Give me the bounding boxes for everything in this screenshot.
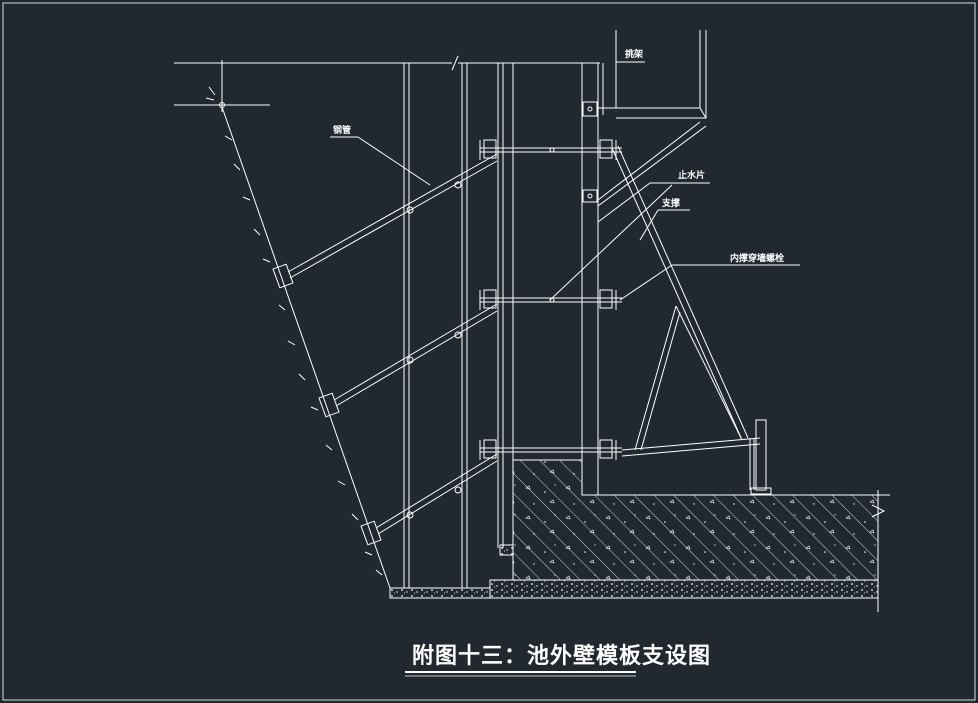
tie-bolt-row-3 bbox=[479, 439, 622, 460]
tie-bolt-row-2 bbox=[479, 289, 622, 310]
drawing-title: 附图十三：池外壁模板支设图 bbox=[412, 643, 711, 669]
tie-bolt-row-1 bbox=[479, 139, 622, 160]
gravel-cushion bbox=[489, 579, 879, 599]
excavation-slope bbox=[221, 106, 391, 589]
soil-marks bbox=[205, 86, 383, 576]
label-brace: 支撑 bbox=[661, 197, 680, 209]
label-tie-bolt: 内撑穿墙螺栓 bbox=[730, 252, 784, 264]
bracket-diagonal bbox=[597, 121, 701, 201]
inner-support-truss bbox=[611, 145, 772, 495]
overhang-bracket bbox=[615, 30, 701, 109]
label-steel-pipe: 钢管 bbox=[333, 124, 351, 136]
diagonal-braces bbox=[272, 153, 498, 546]
label-bracket: 挑架 bbox=[625, 48, 643, 60]
label-waterstop: 止水片 bbox=[678, 169, 705, 181]
